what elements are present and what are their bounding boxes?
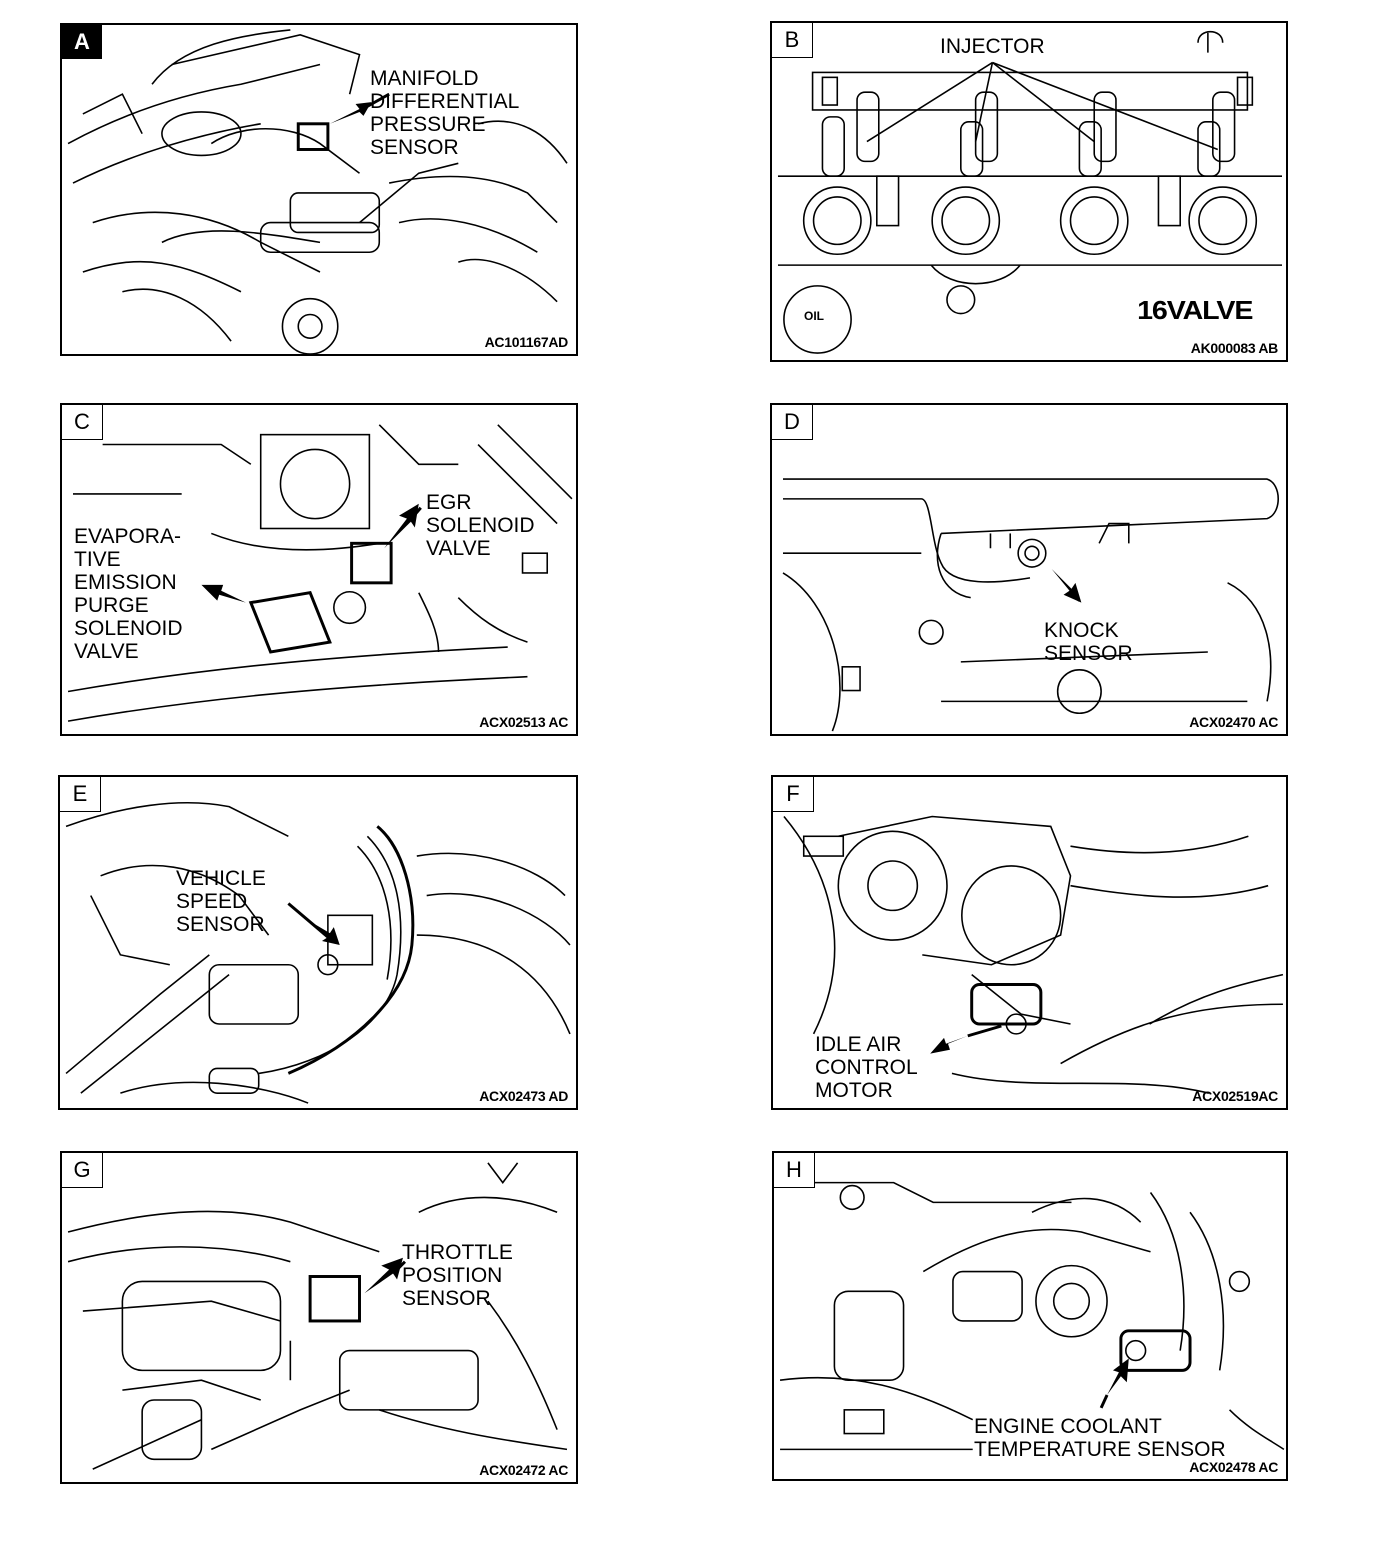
panel-letter: F (773, 777, 814, 812)
panel-c: C EGR SOLENOID VALVE EVAPORA- TIVE EMISS… (60, 403, 578, 736)
panel-b: B INJECTOR OIL 16VALVE AK000083 AB (770, 21, 1288, 362)
label-line: VALVE (426, 537, 491, 560)
label-line: SOLENOID (74, 617, 183, 640)
figure-code: ACX02470 AC (1189, 714, 1278, 730)
label-line: SOLENOID (426, 514, 535, 537)
label-line: SENSOR (402, 1287, 491, 1310)
label-line: POSITION (402, 1264, 503, 1287)
figure-code: AC101167AD (484, 334, 569, 350)
figure-code: ACX02478 AC (1189, 1459, 1278, 1475)
injector-label: INJECTOR (940, 35, 1045, 58)
manifold-pressure-sensor-label: MANIFOLD DIFFERENTIAL PRESSURE SENSOR (370, 67, 519, 159)
engine-illustration-e (65, 802, 571, 1104)
label-line: EVAPORA- (74, 525, 181, 548)
label-line: PURGE (74, 594, 149, 617)
panel-letter: A (62, 25, 102, 59)
panel-letter: D (772, 405, 813, 440)
throttle-position-sensor-label: THROTTLE POSITION SENSOR (402, 1241, 513, 1310)
engine-illustration-g (67, 1162, 568, 1470)
engine-illustration-d (782, 478, 1280, 732)
label-line: ENGINE COOLANT (974, 1415, 1162, 1438)
label-line: MANIFOLD (370, 67, 479, 90)
label-line: KNOCK (1044, 619, 1119, 642)
figure-code: ACX02472 AC (479, 1462, 568, 1478)
engine-illustration-f (783, 815, 1284, 1094)
panel-h: H ENGINE COOLANT TEMPERATURE SENSOR ACX0… (772, 1151, 1288, 1481)
label-line: MOTOR (815, 1079, 893, 1102)
panel-d: D KNOCK SENSOR ACX02470 AC (770, 403, 1288, 736)
label-line: VALVE (74, 640, 139, 663)
figure-code: ACX02513 AC (479, 714, 568, 730)
label-line: INJECTOR (940, 35, 1045, 58)
label-line: VEHICLE (176, 867, 266, 890)
panel-letter: B (772, 23, 813, 58)
label-line: EGR (426, 491, 472, 514)
label-line: IDLE AIR (815, 1033, 902, 1056)
figure-code: ACX02473 AD (479, 1088, 568, 1104)
panel-letter: C (62, 405, 103, 440)
panel-e: E VEHICLE SPEED SENSOR ACX02473 AD (58, 775, 578, 1110)
panel-letter: E (60, 777, 101, 812)
panel-a: A MANIFOLD DIFFERENTIAL PRESSURE SENSOR … (60, 23, 578, 356)
label-line: TIVE (74, 548, 121, 571)
label-line: DIFFERENTIAL (370, 90, 520, 113)
label-line: CONTROL (815, 1056, 918, 1079)
label-line: SPEED (176, 890, 248, 913)
egr-solenoid-valve-label: EGR SOLENOID VALVE (426, 491, 535, 560)
label-line: SENSOR (1044, 642, 1133, 665)
figure-code: AK000083 AB (1190, 340, 1279, 356)
engine-illustration-b (777, 30, 1282, 354)
engine-illustration-h (779, 1181, 1285, 1451)
label-line: EMISSION (74, 571, 177, 594)
valve-stamp: 16VALVE (1137, 299, 1253, 322)
label-line: TEMPERATURE SENSOR (974, 1438, 1226, 1461)
knock-sensor-label: KNOCK SENSOR (1044, 619, 1133, 665)
coolant-temperature-sensor-label: ENGINE COOLANT TEMPERATURE SENSOR (974, 1415, 1226, 1461)
evap-purge-solenoid-label: EVAPORA- TIVE EMISSION PURGE SOLENOID VA… (74, 525, 183, 663)
label-line: SENSOR (370, 136, 459, 159)
panel-letter: H (774, 1153, 815, 1188)
panel-letter: G (62, 1153, 103, 1188)
panel-g: G THROTTLE POSITION SENSOR ACX02472 AC (60, 1151, 578, 1484)
engine-illustration-c (67, 424, 573, 722)
label-line: SENSOR (176, 913, 265, 936)
figure-code: ACX02519AC (1192, 1088, 1278, 1104)
idle-air-control-motor-label: IDLE AIR CONTROL MOTOR (815, 1033, 918, 1102)
label-line: PRESSURE (370, 113, 486, 136)
oil-cap-text: OIL (804, 309, 824, 323)
label-line: THROTTLE (402, 1241, 513, 1264)
vehicle-speed-sensor-label: VEHICLE SPEED SENSOR (176, 867, 266, 936)
panel-f: F IDLE AIR CONTROL MOTOR ACX02519AC (771, 775, 1288, 1110)
engine-illustration-a (67, 29, 568, 354)
